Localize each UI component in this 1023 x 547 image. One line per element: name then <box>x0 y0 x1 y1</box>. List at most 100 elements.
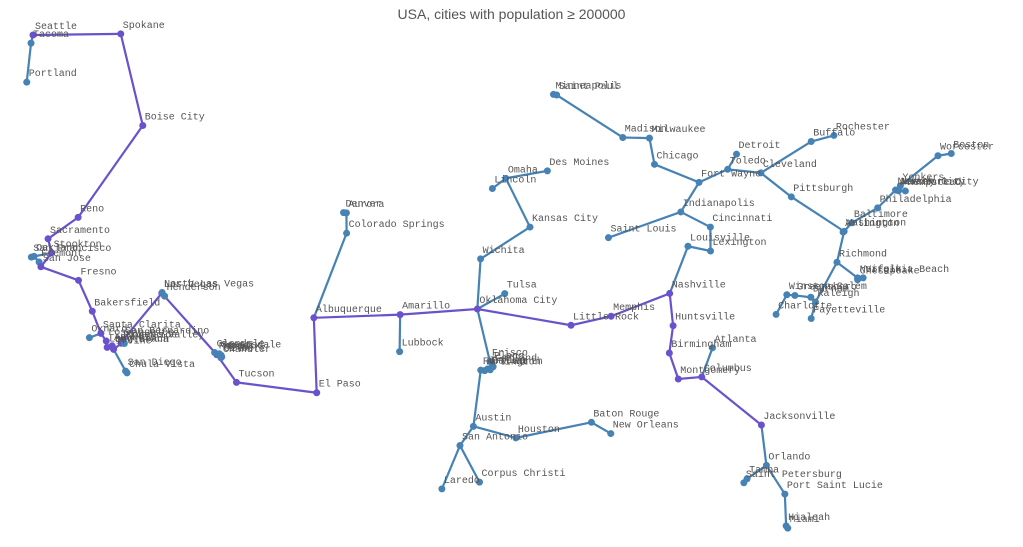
city-point[interactable] <box>839 228 847 236</box>
city-point[interactable] <box>757 169 765 177</box>
city-point[interactable] <box>438 485 446 493</box>
city-point[interactable] <box>724 165 732 173</box>
city-point[interactable] <box>807 293 815 301</box>
city-point[interactable] <box>650 160 658 168</box>
city-point[interactable] <box>707 247 715 255</box>
city-point[interactable] <box>848 219 856 227</box>
city-point[interactable] <box>232 378 240 386</box>
city-point[interactable] <box>677 208 685 216</box>
city-point[interactable] <box>313 389 321 397</box>
city-point[interactable] <box>110 345 118 353</box>
city-point[interactable] <box>791 291 799 299</box>
city-point[interactable] <box>553 91 561 99</box>
city-point[interactable] <box>48 249 56 257</box>
city-point[interactable] <box>120 340 128 348</box>
city-point[interactable] <box>30 252 38 260</box>
city-point[interactable] <box>486 357 494 365</box>
city-point[interactable] <box>709 344 717 352</box>
city-point[interactable] <box>343 229 351 237</box>
city-point[interactable] <box>695 178 703 186</box>
city-point[interactable] <box>665 349 673 357</box>
city-point[interactable] <box>947 149 955 157</box>
city-point[interactable] <box>97 329 105 337</box>
city-point[interactable] <box>896 182 904 190</box>
city-point[interactable] <box>23 78 31 86</box>
city-point[interactable] <box>934 152 942 160</box>
city-point[interactable] <box>512 434 520 442</box>
city-point[interactable] <box>215 351 223 359</box>
city-point[interactable] <box>787 193 795 201</box>
city-point[interactable] <box>604 234 612 242</box>
city-point[interactable] <box>502 174 510 182</box>
tree-edge <box>476 308 491 362</box>
city-point[interactable] <box>310 314 318 322</box>
city-point[interactable] <box>139 122 147 130</box>
city-point[interactable] <box>488 184 496 192</box>
city-point[interactable] <box>807 138 815 146</box>
city-point[interactable] <box>833 258 841 266</box>
city-point[interactable] <box>158 289 166 297</box>
city-point[interactable] <box>74 213 82 221</box>
city-point[interactable] <box>456 442 464 450</box>
city-label: Wichita <box>483 245 525 257</box>
tree-edge <box>679 181 701 213</box>
city-point[interactable] <box>477 255 485 263</box>
path-edge <box>610 292 671 318</box>
city-point[interactable] <box>706 223 714 231</box>
path-edge <box>312 317 318 393</box>
city-point[interactable] <box>469 422 477 430</box>
city-point[interactable] <box>772 310 780 318</box>
city-point[interactable] <box>85 334 93 342</box>
city-point[interactable] <box>781 490 789 498</box>
city-point[interactable] <box>489 363 497 371</box>
city-point[interactable] <box>859 274 867 282</box>
city-point[interactable] <box>762 461 770 469</box>
city-point[interactable] <box>782 522 790 530</box>
city-point[interactable] <box>88 307 96 315</box>
city-point[interactable] <box>27 39 35 47</box>
city-point[interactable] <box>44 235 52 243</box>
city-point[interactable] <box>37 263 45 271</box>
city-point[interactable] <box>396 348 404 356</box>
city-point[interactable] <box>854 276 862 284</box>
city-point[interactable] <box>29 31 37 39</box>
tree-edge <box>504 177 531 228</box>
city-point[interactable] <box>473 305 481 313</box>
city-label: Scottsdale <box>221 340 281 352</box>
city-point[interactable] <box>733 150 741 158</box>
city-point[interactable] <box>807 314 815 322</box>
city-point[interactable] <box>342 209 350 217</box>
city-point[interactable] <box>783 291 791 299</box>
tree-edge <box>472 370 482 427</box>
city-point[interactable] <box>607 312 615 320</box>
city-point[interactable] <box>543 167 551 175</box>
city-label: Hempstead <box>907 177 961 189</box>
city-point[interactable] <box>666 289 674 297</box>
city-point[interactable] <box>901 187 909 195</box>
city-point[interactable] <box>396 311 404 319</box>
city-point[interactable] <box>526 223 534 231</box>
city-label: Saint Petersburg <box>746 469 842 481</box>
city-point[interactable] <box>619 133 627 141</box>
city-point[interactable] <box>645 134 653 142</box>
city-point[interactable] <box>484 365 492 373</box>
city-point[interactable] <box>830 131 838 139</box>
city-point[interactable] <box>117 30 125 38</box>
city-point[interactable] <box>607 430 615 438</box>
city-point[interactable] <box>475 478 483 486</box>
city-point[interactable] <box>587 418 595 426</box>
city-point[interactable] <box>567 321 575 329</box>
city-point[interactable] <box>874 204 882 212</box>
city-point[interactable] <box>811 298 819 306</box>
city-label: Austin <box>475 412 511 424</box>
city-point[interactable] <box>123 369 131 377</box>
city-point[interactable] <box>669 322 677 330</box>
city-point[interactable] <box>757 421 765 429</box>
city-point[interactable] <box>674 375 682 383</box>
city-point[interactable] <box>501 290 509 298</box>
city-point[interactable] <box>102 337 110 345</box>
city-point[interactable] <box>684 242 692 250</box>
city-point[interactable] <box>740 479 748 487</box>
city-point[interactable] <box>698 373 706 381</box>
city-point[interactable] <box>74 276 82 284</box>
